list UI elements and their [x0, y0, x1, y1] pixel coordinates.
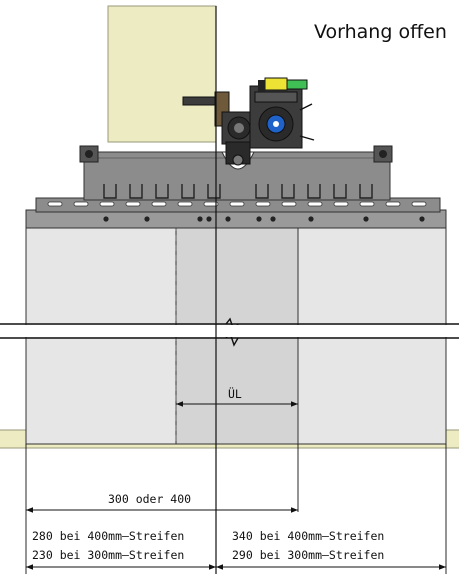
- wall-column: [107, 5, 217, 143]
- title: Vorhang offen: [314, 21, 447, 43]
- end-roller-left: [79, 145, 99, 163]
- strip-clamp-bar: [25, 209, 447, 229]
- clamp-screws: [103, 216, 425, 222]
- dim-right-line2: 290 bei 300mm–Streifen: [232, 548, 384, 562]
- rail-slots: [47, 201, 427, 207]
- overlap-label: ÜL: [228, 385, 242, 401]
- dim-left-line2: 230 bei 300mm–Streifen: [32, 548, 184, 562]
- rail-hooks: [103, 184, 373, 199]
- dim-total-label: 300 oder 400: [108, 492, 191, 506]
- dim-left-line1: 280 bei 400mm–Streifen: [32, 529, 184, 543]
- end-roller-right: [373, 145, 393, 163]
- dim-right-line1: 340 bei 400mm–Streifen: [232, 529, 384, 543]
- drive-motor: [182, 77, 315, 166]
